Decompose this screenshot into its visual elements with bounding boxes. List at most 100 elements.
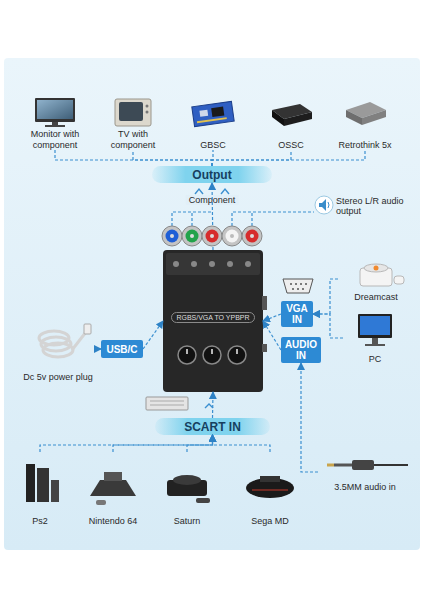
converter-box: RGBS/VGA TO YPBPR <box>163 250 263 392</box>
converter-knobs <box>228 346 246 364</box>
flow-chevrons <box>195 189 203 194</box>
vga-port-icon <box>290 283 292 285</box>
monitor-icon <box>35 98 75 127</box>
connector <box>212 150 365 166</box>
dreamcast-icon <box>394 276 404 284</box>
converter-panel <box>262 344 267 352</box>
rca-jacks <box>242 226 262 246</box>
signal-band: SCART IN <box>155 418 270 435</box>
node-text: Ps2 <box>32 516 48 526</box>
rca-jacks <box>230 234 234 238</box>
connector <box>133 150 212 166</box>
audio-out-wire <box>251 212 252 226</box>
converter-panel <box>209 261 215 267</box>
vga-port-icon <box>283 279 313 293</box>
retrothink-icon <box>346 110 362 125</box>
rca-jacks <box>190 234 194 238</box>
vga-port-icon <box>300 283 302 285</box>
node-text: Nintendo 64 <box>89 516 138 526</box>
monitor-icon <box>52 122 58 125</box>
device-node: Retrothink 5x <box>330 96 400 150</box>
speaker-icon <box>319 199 326 211</box>
connector <box>313 314 343 338</box>
connector <box>263 321 281 350</box>
tv-icon <box>115 99 151 126</box>
device-node: Dc 5v power plug <box>18 316 98 382</box>
device-node: Ps2 <box>8 452 72 526</box>
n64-icon <box>90 480 136 496</box>
dreamcast-icon <box>374 266 379 271</box>
rca-jacks <box>246 230 259 243</box>
audio-jack-icon <box>334 464 352 467</box>
node-text: PC <box>369 354 382 364</box>
vga-port-icon <box>295 283 297 285</box>
tv-icon <box>146 111 149 114</box>
converter-panel <box>245 261 251 267</box>
vga-port-icon <box>292 288 294 290</box>
tv-icon <box>146 105 149 108</box>
rca-jacks <box>206 230 219 243</box>
vga-port-icon <box>297 288 299 290</box>
ossc-icon <box>272 110 284 126</box>
saturn-icon <box>167 475 210 503</box>
ossc-icon <box>284 112 312 126</box>
scart-connector <box>150 401 184 405</box>
speaker-icon <box>328 202 329 208</box>
audio-out-wire <box>232 212 314 226</box>
speaker-icon <box>315 196 333 214</box>
saturn-icon <box>173 475 201 485</box>
dreamcast-icon <box>360 264 404 286</box>
node-text: Dreamcast <box>354 292 398 302</box>
flow-chevrons <box>221 189 229 194</box>
device-node: Dreamcast <box>338 256 414 302</box>
retrothink-icon <box>346 102 386 125</box>
converter-panel <box>191 261 197 267</box>
audio-out-wire <box>232 212 314 226</box>
n64-icon <box>96 500 106 505</box>
megadrive-icon <box>246 476 294 498</box>
audio-jack-icon <box>327 464 334 467</box>
tv-icon <box>115 99 151 126</box>
converter-panel <box>166 253 260 275</box>
rca-jacks <box>202 226 222 246</box>
node-text: RGBS/VGA TO YPBPR <box>171 312 254 323</box>
dreamcast-icon <box>364 264 388 272</box>
gbsc-board-icon <box>192 101 234 126</box>
converter-panel <box>227 261 233 267</box>
connector <box>301 363 318 472</box>
device-node: PC <box>343 312 407 364</box>
converter-knobs <box>211 349 213 354</box>
node-text: Dc 5v power plug <box>23 372 93 382</box>
component-bracket <box>191 212 192 226</box>
monitor-icon <box>45 125 65 127</box>
component-bracket <box>172 212 212 226</box>
node-text: VGA IN <box>281 303 313 325</box>
connector <box>263 314 281 321</box>
n64-icon <box>104 472 122 481</box>
port-tag: USB/C <box>101 340 143 358</box>
connector <box>212 392 214 418</box>
saturn-icon <box>196 498 210 503</box>
usb-cable-icon <box>43 343 73 357</box>
node-text: OSSC <box>278 140 304 150</box>
vga-port-icon <box>305 283 307 285</box>
ps2-icon <box>51 480 59 502</box>
rca-jacks <box>226 230 239 243</box>
rca-jacks <box>162 226 262 246</box>
node-text: AUDIO IN <box>281 339 321 361</box>
rca-jacks <box>210 234 214 238</box>
ps2-icon <box>37 468 49 502</box>
gbsc-board-icon <box>197 117 227 123</box>
node-text: Sega MD <box>251 516 289 526</box>
port-tag: VGA IN <box>281 301 313 327</box>
pc-icon <box>358 314 392 338</box>
converter-knobs <box>186 349 188 354</box>
scart-connector <box>146 397 188 410</box>
node-text: TV with component <box>98 129 168 150</box>
device-node: TV with component <box>98 96 168 150</box>
node-text: Retrothink 5x <box>338 140 391 150</box>
